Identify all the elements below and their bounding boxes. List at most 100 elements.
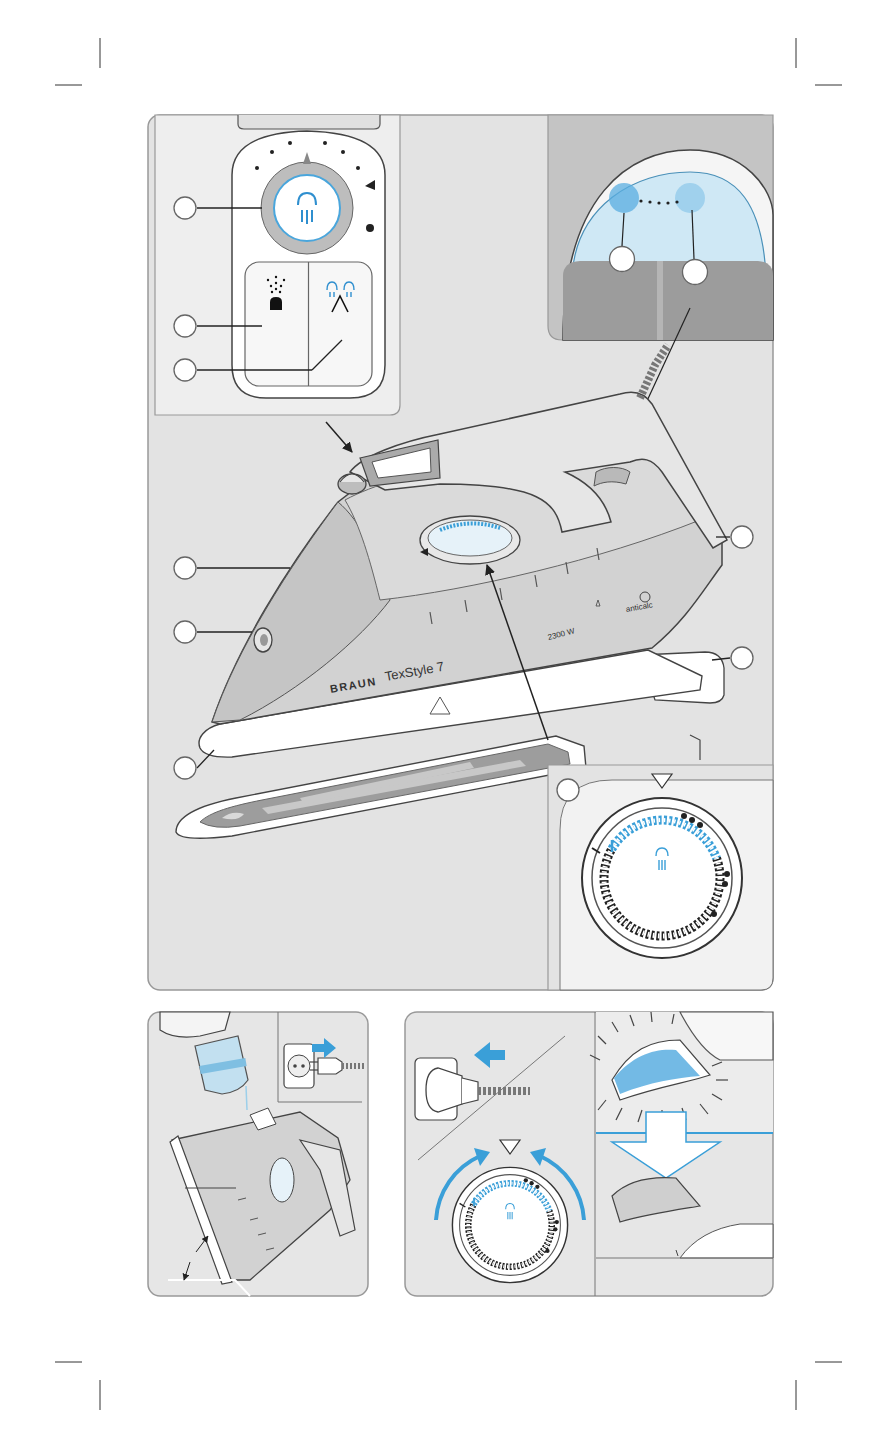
control-panel-inset-part xyxy=(197,369,312,370)
iron-body-part xyxy=(338,474,366,494)
heating-panel-part-part xyxy=(712,1062,722,1066)
soleplate-part xyxy=(300,762,474,804)
heating-panel-part xyxy=(680,1012,773,1060)
indicator-inset-part xyxy=(639,199,678,204)
control-panel-inset-part xyxy=(270,150,274,154)
heating-panel-part-part xyxy=(598,1100,606,1110)
heating-panel-part xyxy=(462,1078,478,1104)
indicator-inset-part xyxy=(675,183,705,213)
iron-body-part xyxy=(440,523,500,530)
iron-body-part-part xyxy=(597,548,599,560)
control-panel-inset-part xyxy=(197,207,262,208)
indicator-inset-part-part xyxy=(648,200,651,203)
callouts-part xyxy=(174,757,196,779)
heating-panel-part xyxy=(474,1042,505,1068)
dial-inset-part xyxy=(582,798,742,958)
iron-body-part xyxy=(260,634,268,646)
main-panel xyxy=(148,115,773,990)
soleplate-part xyxy=(222,813,244,820)
callouts-part xyxy=(716,536,730,537)
control-panel-inset-part xyxy=(155,115,400,415)
dial-inset-part xyxy=(557,779,579,801)
heating-panel-part xyxy=(614,1050,700,1094)
crop-marks xyxy=(55,38,842,1410)
crop-marks-part xyxy=(100,1380,101,1410)
iron-body-part xyxy=(350,392,727,548)
filling-panel-part xyxy=(148,1012,368,1296)
indicator-inset-part-part xyxy=(639,199,642,202)
indicator-inset-part xyxy=(692,210,694,259)
heating-panel-part xyxy=(540,1156,584,1220)
callouts-part xyxy=(174,557,196,579)
filling-panel-part xyxy=(312,1038,336,1058)
heating-panel-part-part xyxy=(651,1012,652,1022)
crop-marks-part xyxy=(55,1362,82,1363)
heating-panel-part-part xyxy=(630,1015,634,1026)
heating-panel-part xyxy=(595,1012,596,1296)
heating-panel-part xyxy=(436,1156,480,1220)
iron-body-part-part xyxy=(465,600,467,612)
control-panel-inset-part xyxy=(356,166,360,170)
crop-marks-part xyxy=(55,85,82,86)
indicator-inset-part-part xyxy=(666,201,669,204)
iron-body-part xyxy=(430,697,450,714)
indicator-inset-part xyxy=(683,260,708,285)
control-panel-inset-part xyxy=(174,359,196,381)
iron-body-part xyxy=(430,548,599,624)
indicator-inset-part xyxy=(572,172,766,275)
filling-panel-part-part xyxy=(238,1198,246,1200)
control-panel-inset-part xyxy=(238,115,380,129)
iron-body-part xyxy=(640,592,650,602)
callouts-part xyxy=(174,621,196,643)
indicator-inset-part-part xyxy=(657,201,660,204)
heating-panel-part-part xyxy=(598,1036,606,1044)
heating-panel-part xyxy=(612,1178,700,1222)
heating-panel-part-part xyxy=(672,1014,674,1024)
iron-body-part-part xyxy=(535,575,537,587)
filling-panel-part xyxy=(168,1280,250,1296)
filling-panel-part-part xyxy=(266,1248,274,1250)
iron-body-part xyxy=(360,440,440,486)
control-panel-inset-part xyxy=(174,315,196,337)
callouts xyxy=(174,526,753,779)
iron-body-part xyxy=(640,345,668,398)
control-panel-inset-part-part xyxy=(271,291,273,293)
heating-panel-part xyxy=(596,1140,773,1258)
filling-panel-part xyxy=(318,1058,342,1074)
filling-panel-part xyxy=(196,1236,208,1252)
callouts-part xyxy=(712,658,730,660)
iron-body-part-part xyxy=(430,612,432,624)
heating-panel-part xyxy=(596,1258,773,1259)
heating-panel-part xyxy=(478,1087,530,1095)
filling-panel-part-part xyxy=(250,1218,258,1220)
control-panel-inset-part-part xyxy=(275,276,277,278)
filling-panel-part xyxy=(278,1012,362,1102)
control-panel-inset-part-part xyxy=(280,285,282,287)
dial-inset xyxy=(548,765,773,990)
heating-panel-part-part xyxy=(716,1079,728,1080)
filling-panel-part xyxy=(284,1044,314,1088)
iron-body xyxy=(199,345,727,760)
control-panel-inset-part xyxy=(288,141,292,145)
control-panel-inset-part xyxy=(303,152,311,164)
control-panel-inset-part xyxy=(267,276,285,293)
control-panel-inset-part xyxy=(174,197,196,219)
control-panel-inset-part-part xyxy=(279,291,281,293)
crop-marks-part xyxy=(815,1362,842,1363)
iron-body-part xyxy=(428,520,512,556)
control-panel-inset xyxy=(155,115,400,452)
control-panel-inset-part xyxy=(323,141,327,145)
heating-panel-part xyxy=(612,1112,720,1178)
control-panel-inset-part-part xyxy=(270,285,272,287)
control-panel-inset-part xyxy=(298,193,316,224)
heating-panel-part xyxy=(474,1148,490,1166)
indicator-inset-part xyxy=(563,150,773,340)
iron-body-part xyxy=(420,548,428,556)
control-panel-inset-part xyxy=(365,180,375,190)
heating-panel-part xyxy=(418,1036,565,1160)
filling-panel-part xyxy=(288,1055,310,1077)
indicator-inset-part xyxy=(548,115,773,340)
filling-panel-part xyxy=(160,1012,230,1037)
